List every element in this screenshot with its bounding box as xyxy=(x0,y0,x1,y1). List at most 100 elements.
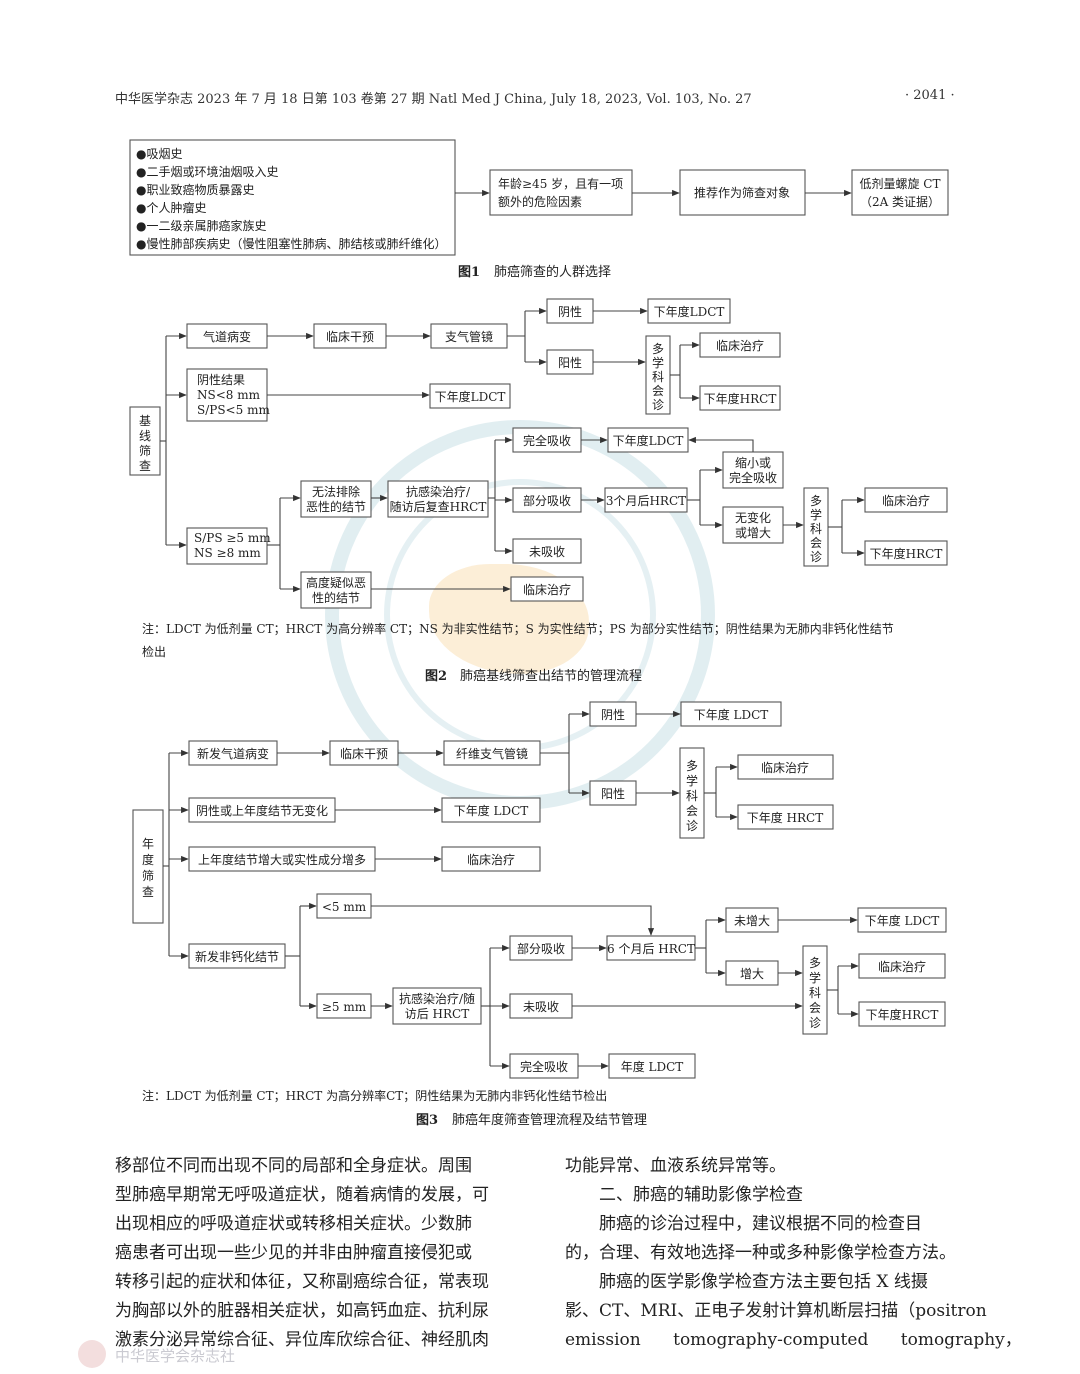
annual-char: 查 xyxy=(142,885,154,899)
ldct-label: 下年度LDCT xyxy=(435,389,506,404)
partial-label: 部分吸收 xyxy=(523,493,571,508)
annual-char: 年 xyxy=(142,837,154,851)
ldct-line: 低剂量螺旋 CT xyxy=(859,176,940,191)
ldct-label: 下年度 LDCT xyxy=(454,803,529,818)
journal-header: 中华医学杂志 2023 年 7 月 18 日第 103 卷第 27 期 Natl… xyxy=(115,92,752,107)
body-line: 移部位不同而出现不同的局部和全身症状。周围 xyxy=(115,1156,472,1176)
risk-item: ●个人肿瘤史 xyxy=(136,200,206,215)
treat-label: 临床治疗 xyxy=(882,494,930,508)
lt5-box xyxy=(316,893,372,919)
mdt-char: 诊 xyxy=(810,550,822,564)
age-criteria-line: 年龄≥45 岁，且有一项 xyxy=(498,176,623,191)
baseline-char: 筛 xyxy=(139,443,151,458)
anti-line: 抗感染治疗/随 xyxy=(399,991,475,1006)
neg-box xyxy=(589,701,637,727)
treat-label: 临床治疗 xyxy=(716,339,764,353)
baseline-char: 基 xyxy=(139,414,151,428)
sps-line: NS ≥8 mm xyxy=(194,546,261,560)
publisher-footer: 中华医学会杂志社 xyxy=(115,1347,236,1365)
figure-1: ●吸烟史 ●二手烟或环境油烟吸入史 ●职业致癌物质暴露史 ●个人肿瘤史 ●一二级… xyxy=(129,139,949,280)
risk-factor-box xyxy=(129,139,456,256)
body-line: 为胸部以外的脏器相关症状，如高钙血症、抗利尿 xyxy=(115,1301,489,1321)
risk-item: ●吸烟史 xyxy=(136,147,182,161)
full-absorb-box xyxy=(512,427,582,453)
treat-label: 临床治疗 xyxy=(761,761,809,775)
hrct-label: 下年度HRCT xyxy=(866,1007,939,1022)
publisher-logo-icon xyxy=(78,1340,106,1368)
ldct-label: 下年度 LDCT xyxy=(694,707,769,722)
ldct-box xyxy=(857,907,947,933)
negres-line: 阴性结果 xyxy=(197,373,245,387)
ldct-label: 下年度LDCT xyxy=(654,304,725,319)
partial-absorb-box xyxy=(509,935,573,961)
mdt-char: 诊 xyxy=(686,819,698,833)
baseline-box xyxy=(129,406,161,476)
intervene-label: 临床干预 xyxy=(340,747,388,761)
high-suspicion-box xyxy=(300,571,372,609)
m6-label: 6 个月后 HRCT xyxy=(607,942,695,956)
mdt-box xyxy=(679,747,705,839)
partial-label: 部分吸收 xyxy=(517,941,565,956)
figure-3-note: 注：LDCT 为低剂量 CT；HRCT 为高分辨率CT；阴性结果为无肺内非钙化性… xyxy=(142,1088,607,1103)
newnod-label: 新发非钙化结节 xyxy=(195,949,279,964)
annual-char: 筛 xyxy=(142,868,154,883)
ldct-box xyxy=(680,701,782,727)
recommend-box xyxy=(679,169,806,216)
partial-absorb-box xyxy=(512,487,582,513)
anti-infection-box xyxy=(387,480,489,518)
hrct-box xyxy=(858,1001,946,1027)
treat-label: 临床治疗 xyxy=(523,583,571,597)
full-label: 完全吸收 xyxy=(523,433,571,448)
not-grow-box xyxy=(725,907,779,933)
pos-label: 阳性 xyxy=(558,356,582,370)
body-line: emission tomography-computed tomography， xyxy=(565,1330,1022,1350)
ldct-box xyxy=(441,797,541,823)
treat-box xyxy=(441,846,541,872)
ldct-label: 下年度LDCT xyxy=(613,433,684,448)
anti-line: 随访后复查HRCT xyxy=(390,499,487,514)
no-absorb-box xyxy=(509,993,573,1019)
page-number: · 2041 · xyxy=(905,88,955,103)
ldct-box xyxy=(607,427,689,453)
intervene-label: 临床干预 xyxy=(326,330,374,344)
hrct-label: 下年度 HRCT xyxy=(747,810,824,825)
mdt-char: 多 xyxy=(652,342,664,356)
enlarge-label: 增大 xyxy=(740,967,764,981)
figure-2-note: 注：LDCT 为低剂量 CT；HRCT 为高分辨率 CT；NS 为非实性结节；S… xyxy=(142,621,894,636)
figure-2: 基 线 筛 查 气道病变 临床干预 支气管镜 阴性 阳性 下年度LDCT 多 学… xyxy=(129,298,948,684)
body-line: 癌患者可出现一些少见的并非由肿瘤直接侵犯或 xyxy=(115,1243,472,1263)
shrink-line: 完全吸收 xyxy=(729,470,777,485)
treat-label: 临床治疗 xyxy=(467,853,515,867)
section-heading: 二、肺癌的辅助影像学检查 xyxy=(565,1185,803,1205)
mdt-char: 科 xyxy=(810,522,822,536)
cannot-line: 恶性的结节 xyxy=(306,499,366,514)
baseline-char: 查 xyxy=(139,459,151,473)
shrink-line: 缩小或 xyxy=(735,455,771,470)
body-line: 的，合理、有效地选择一种或多种影像学检查方法。 xyxy=(565,1243,956,1263)
ldct-box xyxy=(429,383,511,409)
broncho-label: 支气管镜 xyxy=(445,329,493,344)
hrct-box xyxy=(864,540,948,566)
risk-item: ●职业致癌物质暴露史 xyxy=(136,182,254,197)
m3-label: 3个月后HRCT xyxy=(606,494,686,508)
mdt-box xyxy=(645,335,671,415)
body-line: 肺癌的医学影像学检查方法主要包括 X 线摄 xyxy=(565,1272,928,1292)
negres-line: NS<8 mm xyxy=(197,388,261,402)
growth-box xyxy=(188,846,376,872)
none-label: 未吸收 xyxy=(523,1000,559,1014)
highsusp-line: 高度疑似恶 xyxy=(306,575,366,590)
mdt-char: 会 xyxy=(810,536,822,550)
nochange-line: 或增大 xyxy=(735,526,771,540)
m6-box xyxy=(606,935,696,961)
ldct-line: （2A 类证据） xyxy=(860,195,940,209)
mdt-box xyxy=(802,945,828,1035)
mdt-char: 学 xyxy=(809,970,821,985)
newairway-label: 新发气道病变 xyxy=(197,746,269,761)
mdt-char: 学 xyxy=(652,355,664,370)
ge5-label: ≥5 mm xyxy=(322,1000,367,1014)
notgrow-label: 未增大 xyxy=(734,914,770,928)
mdt-char: 多 xyxy=(809,956,821,970)
mdt-char: 学 xyxy=(810,507,822,522)
neg-label: 阴性 xyxy=(601,708,625,722)
mdt-char: 多 xyxy=(686,759,698,773)
